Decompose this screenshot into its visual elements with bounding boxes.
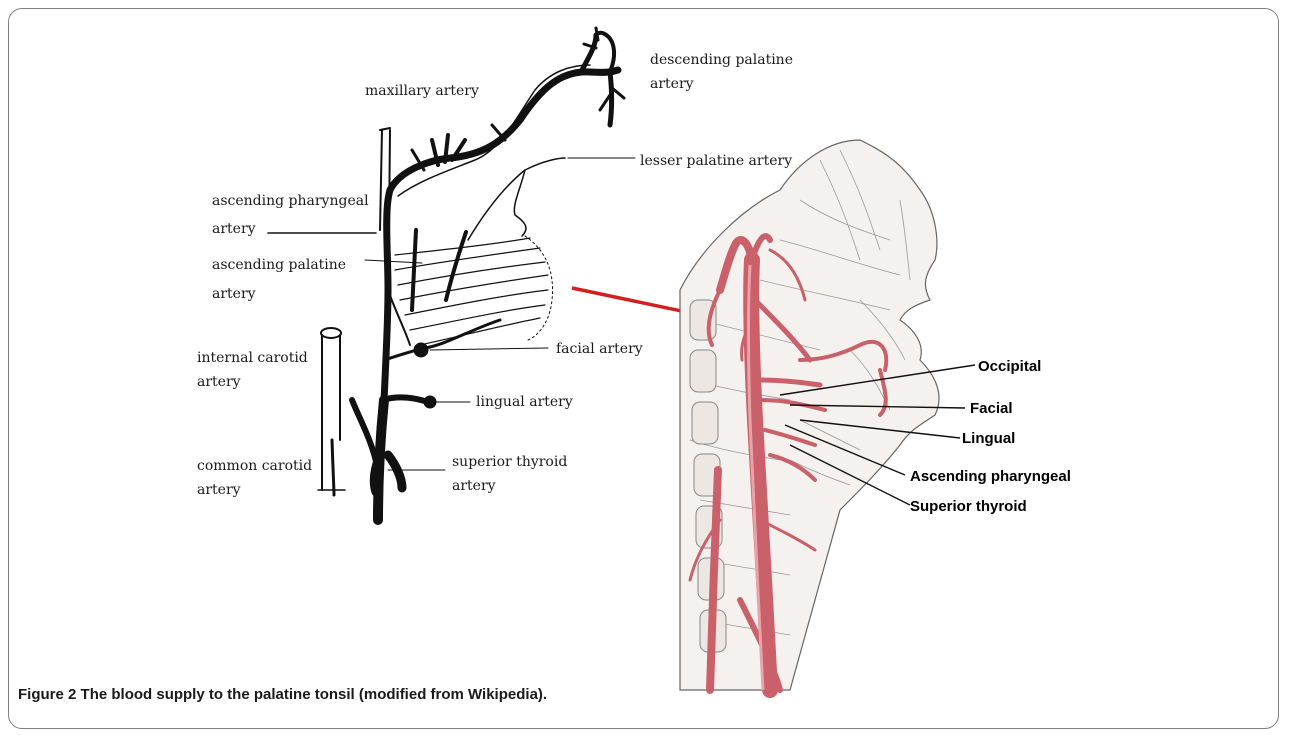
- label-descending-palatine: descending palatine: [650, 52, 793, 68]
- label-lesser-palatine: lesser palatine artery: [640, 153, 792, 169]
- label-internal-carotid-2: artery: [197, 374, 241, 390]
- label-common-carotid-2: artery: [197, 482, 241, 498]
- label-ascending-palatine-2: artery: [212, 286, 256, 302]
- figure-caption: Figure 2 The blood supply to the palatin…: [18, 686, 547, 703]
- head-neck-illustration: [680, 140, 939, 690]
- label-ascending-pharyngeal-right: Ascending pharyngeal: [910, 468, 1071, 485]
- label-maxillary: maxillary artery: [365, 83, 479, 99]
- label-ascending-pharyngeal: ascending pharyngeal: [212, 193, 369, 209]
- label-ascending-pharyngeal-2: artery: [212, 221, 256, 237]
- label-descending-palatine-2: artery: [650, 76, 694, 92]
- label-common-carotid: common carotid: [197, 458, 312, 474]
- label-occipital: Occipital: [978, 358, 1041, 375]
- label-superior-thyroid-right: Superior thyroid: [910, 498, 1027, 515]
- label-facial: facial artery: [556, 341, 643, 357]
- label-lingual-right: Lingual: [962, 430, 1015, 447]
- label-lingual: lingual artery: [476, 394, 573, 410]
- label-superior-thyroid-2: artery: [452, 478, 496, 494]
- schematic-arteries: [268, 28, 635, 520]
- label-internal-carotid: internal carotid: [197, 350, 308, 366]
- label-superior-thyroid: superior thyroid: [452, 454, 567, 470]
- label-facial-right: Facial: [970, 400, 1013, 417]
- figure-label: Figure 2: [18, 686, 76, 703]
- label-ascending-palatine: ascending palatine: [212, 257, 346, 273]
- caption-text: The blood supply to the palatine tonsil …: [81, 686, 548, 703]
